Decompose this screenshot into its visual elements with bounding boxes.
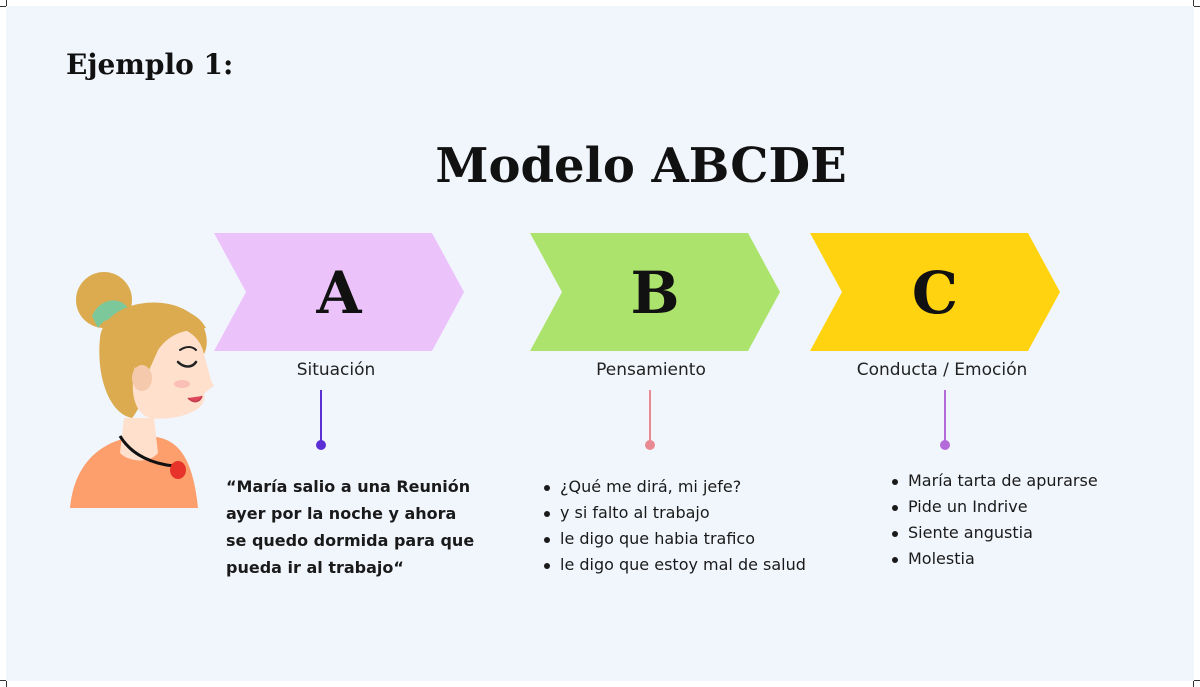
crop-mark xyxy=(1194,680,1200,681)
stage-b-connector-dot xyxy=(645,440,655,450)
woman-profile-icon xyxy=(62,268,222,518)
stage-c-chevron: C xyxy=(810,233,1060,351)
list-item: y si falto al trabajo xyxy=(542,500,806,526)
stage-c-connector xyxy=(944,390,946,442)
stage-b-chevron: B xyxy=(530,233,780,351)
list-item: Pide un Indrive xyxy=(890,494,1098,520)
crop-mark xyxy=(1193,681,1194,687)
stage-b-label: Pensamiento xyxy=(596,360,706,380)
stage-c-connector-dot xyxy=(940,440,950,450)
list-item: María tarta de apurarse xyxy=(890,468,1098,494)
stage-c-list: María tarta de apurarse Pide un Indrive … xyxy=(890,468,1098,572)
stage-a-connector-dot xyxy=(316,440,326,450)
quote-line: “María salio a una Reunión xyxy=(226,477,471,496)
list-item: Siente angustia xyxy=(890,520,1098,546)
crop-mark xyxy=(6,681,7,687)
crop-mark xyxy=(0,6,6,7)
crop-mark xyxy=(0,680,6,681)
stage-a-label: Situación xyxy=(296,360,376,380)
stage-b-letter: B xyxy=(630,259,680,327)
slide: Ejemplo 1: Modelo ABCDE xyxy=(6,6,1194,681)
diagram-title: Modelo ABCDE xyxy=(435,138,847,194)
list-item: le digo que habia trafico xyxy=(542,526,806,552)
list-item: le digo que estoy mal de salud xyxy=(542,552,806,578)
quote-line: se quedo dormida para que xyxy=(226,531,475,550)
stage-a-connector xyxy=(320,390,322,442)
quote-line: pueda ir al trabajo“ xyxy=(226,558,404,577)
stage-a-chevron: A xyxy=(214,233,464,351)
stage-a-letter: A xyxy=(316,259,362,327)
stage-b-list: ¿Qué me dirá, mi jefe? y si falto al tra… xyxy=(542,474,806,578)
crop-mark xyxy=(1194,6,1200,7)
quote-line: ayer por la noche y ahora xyxy=(226,504,457,523)
crop-mark xyxy=(6,0,7,6)
list-item: Molestia xyxy=(890,546,1098,572)
crop-mark xyxy=(1193,0,1194,6)
list-item: ¿Qué me dirá, mi jefe? xyxy=(542,474,806,500)
stage-c-label: Conducta / Emoción xyxy=(856,360,1028,380)
slide-heading: Ejemplo 1: xyxy=(66,48,234,81)
stage-a-quote: “María salio a una Reunión ayer por la n… xyxy=(226,473,486,581)
stage-c-letter: C xyxy=(911,259,959,327)
stage-b-connector xyxy=(649,390,651,442)
